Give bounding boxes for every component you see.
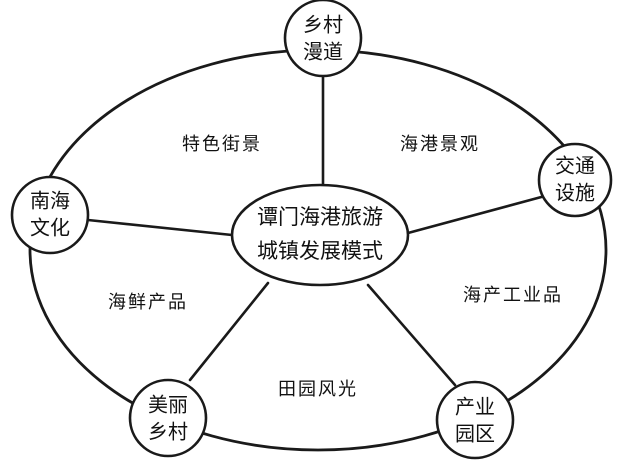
node-nanhai-culture-line1: 南海 [30, 189, 70, 213]
node-nanhai-culture-circle [10, 175, 90, 255]
node-village-trail-line2: 漫道 [303, 40, 343, 64]
center-node: 谭门海港旅游 城镇发展模式 [230, 183, 410, 287]
node-transport-line1: 交通 [555, 154, 595, 178]
center-title-line1: 谭门海港旅游 [257, 205, 383, 229]
node-beautiful-village-line2: 乡村 [148, 420, 188, 444]
region-label-street-scenery: 特色街景 [182, 134, 262, 155]
node-transport: 交通 设施 [537, 142, 613, 218]
node-beautiful-village-line1: 美丽 [148, 393, 188, 417]
node-beautiful-village-circle [128, 378, 208, 458]
center-title-line2: 城镇发展模式 [257, 239, 383, 263]
node-industrial-park-line1: 产业 [455, 395, 495, 419]
node-village-trail-line1: 乡村 [303, 13, 343, 37]
node-nanhai-culture: 南海 文化 [10, 175, 90, 255]
node-industrial-park-circle [435, 380, 515, 460]
region-label-pastoral-scenery: 田园风光 [278, 379, 358, 400]
node-village-trail-circle [283, 0, 363, 78]
region-label-marine-industry: 海产工业品 [463, 285, 563, 306]
node-industrial-park: 产业 园区 [435, 380, 515, 460]
node-beautiful-village: 美丽 乡村 [128, 378, 208, 458]
region-label-harbor-scenery: 海港景观 [400, 134, 480, 155]
node-transport-line2: 设施 [555, 181, 595, 205]
spoke-nanhai-culture [86, 218, 234, 237]
spoke-industrial-park [366, 283, 457, 387]
node-village-trail: 乡村 漫道 [283, 0, 363, 78]
node-nanhai-culture-line2: 文化 [30, 216, 70, 240]
node-industrial-park-line2: 园区 [455, 422, 495, 446]
region-label-seafood-products: 海鲜产品 [108, 292, 188, 313]
node-transport-circle [537, 142, 613, 218]
spoke-transport [406, 194, 547, 235]
center-ellipse [230, 183, 410, 287]
spoke-beautiful-village [188, 281, 270, 382]
